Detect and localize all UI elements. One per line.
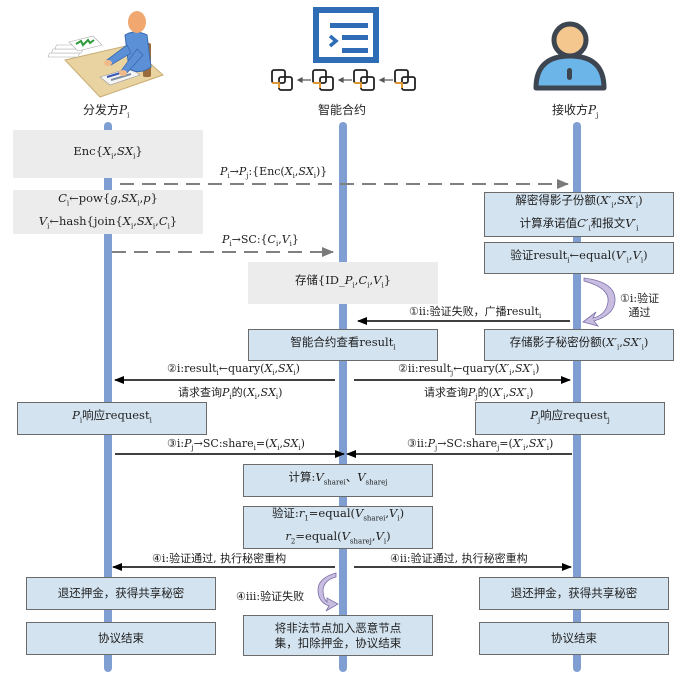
label-fail-broadcast: ①ii:验证失败，广播resulti (409, 305, 542, 321)
receiver-sub: j (596, 111, 599, 120)
label-send-enc: Pi→Pj:{Enc(Xi,SXi)} (220, 165, 328, 181)
label-query-j-sub: 请求查询Pj的(X′i,SX′i) (424, 386, 534, 402)
smart-contract-icon (313, 7, 379, 63)
curved-arrow-pass (582, 277, 616, 327)
compute-box: 计算:Vsharei、Vsharej (243, 464, 433, 497)
label-query-j: ②ii:resultj←quary(X′i,SX′i) (398, 362, 540, 378)
distributor-var: P (119, 103, 128, 117)
commitment-box: Ci←pow{g,SXi,p} Vi←hash{join{Xi,SXi,Ci} (13, 190, 203, 234)
refund-right-box: 退还押金，获得共享秘密 (479, 577, 669, 610)
decrypt-box: 解密得影子份额(X′i,SX′i) 计算承诺值C′i和报文V′i (484, 192, 674, 237)
receiver-label: 接收方Pj (552, 101, 598, 119)
store-sc-box: 存储{ID_Pi,Ci,Vi} (248, 262, 438, 304)
distributor-name: 分发方 (83, 103, 120, 117)
label-send-commit: Pi→SC:{Ci,Vi} (222, 233, 299, 249)
user-avatar-icon (533, 21, 607, 91)
receiver-name: 接收方 (552, 103, 589, 117)
label-pass: ①i:验证 通过 (620, 292, 659, 320)
distributor-sub: i (127, 111, 130, 120)
verify-result-box: 验证resulti←equal(V′i,Vi) (484, 242, 674, 274)
distributor-label: 分发方Pi (83, 101, 129, 119)
label-query-i-sub: 请求查询Pi的(Xi,SXi) (178, 386, 283, 402)
sc-check-box: 智能合约查看resulti (248, 329, 438, 361)
receiver-var: P (588, 103, 597, 117)
blockchain-icon (271, 69, 416, 91)
lifeline-distributor (104, 122, 112, 672)
label-query-i: ②i:resulti←quary(Xi,SXi) (167, 362, 300, 378)
pi-respond-box: Pi响应requesti (17, 402, 207, 435)
contract-label: 智能合约 (318, 103, 367, 117)
label-pass-2: 通过 (628, 306, 651, 319)
label-share-i: ③i:Pj→SC:sharei=(Xi,SXi) (167, 437, 305, 453)
end-right-text: 协议结束 (551, 631, 597, 645)
verify-box: 验证:r1=equal(Vsharei,Vi) r2=equal(Vsharej… (243, 506, 433, 549)
label-recon-i: ④i:验证通过, 执行秘密重构 (152, 552, 287, 565)
end-left-box: 协议结束 (26, 622, 216, 655)
end-left-text: 协议结束 (98, 631, 144, 645)
malicious-text-1: 将非法节点加入恶意节点 (274, 620, 402, 635)
refund-left-text: 退还押金，获得共享秘密 (57, 586, 185, 600)
refund-left-box: 退还押金，获得共享秘密 (26, 577, 216, 610)
refund-right-text: 退还押金，获得共享秘密 (510, 586, 638, 600)
label-fail-iii: ④iii:验证失败 (236, 590, 305, 603)
person-at-desk-icon (47, 11, 164, 98)
malicious-text-2: 集，扣除押金，协议结束 (274, 635, 402, 650)
label-recon-ii: ④ii:验证通过, 执行秘密重构 (390, 552, 528, 565)
store-shadow-box: 存储影子秘密份额(X′i,SX′i) (484, 329, 674, 361)
enc-box: Enc{Xi,SXi} (13, 130, 203, 178)
label-pass-1: ①i:验证 (620, 292, 660, 305)
end-right-box: 协议结束 (479, 622, 669, 655)
label-share-j: ③ii:Pj→SC:sharej=(X′i,SX′i) (407, 437, 554, 453)
malicious-box: 将非法节点加入恶意节点 集，扣除押金，协议结束 (243, 615, 433, 656)
lifeline-contract (339, 122, 347, 672)
lifeline-receiver (573, 122, 581, 672)
curved-arrow-fail (317, 572, 339, 612)
pj-respond-box: Pj响应requestj (475, 402, 665, 435)
